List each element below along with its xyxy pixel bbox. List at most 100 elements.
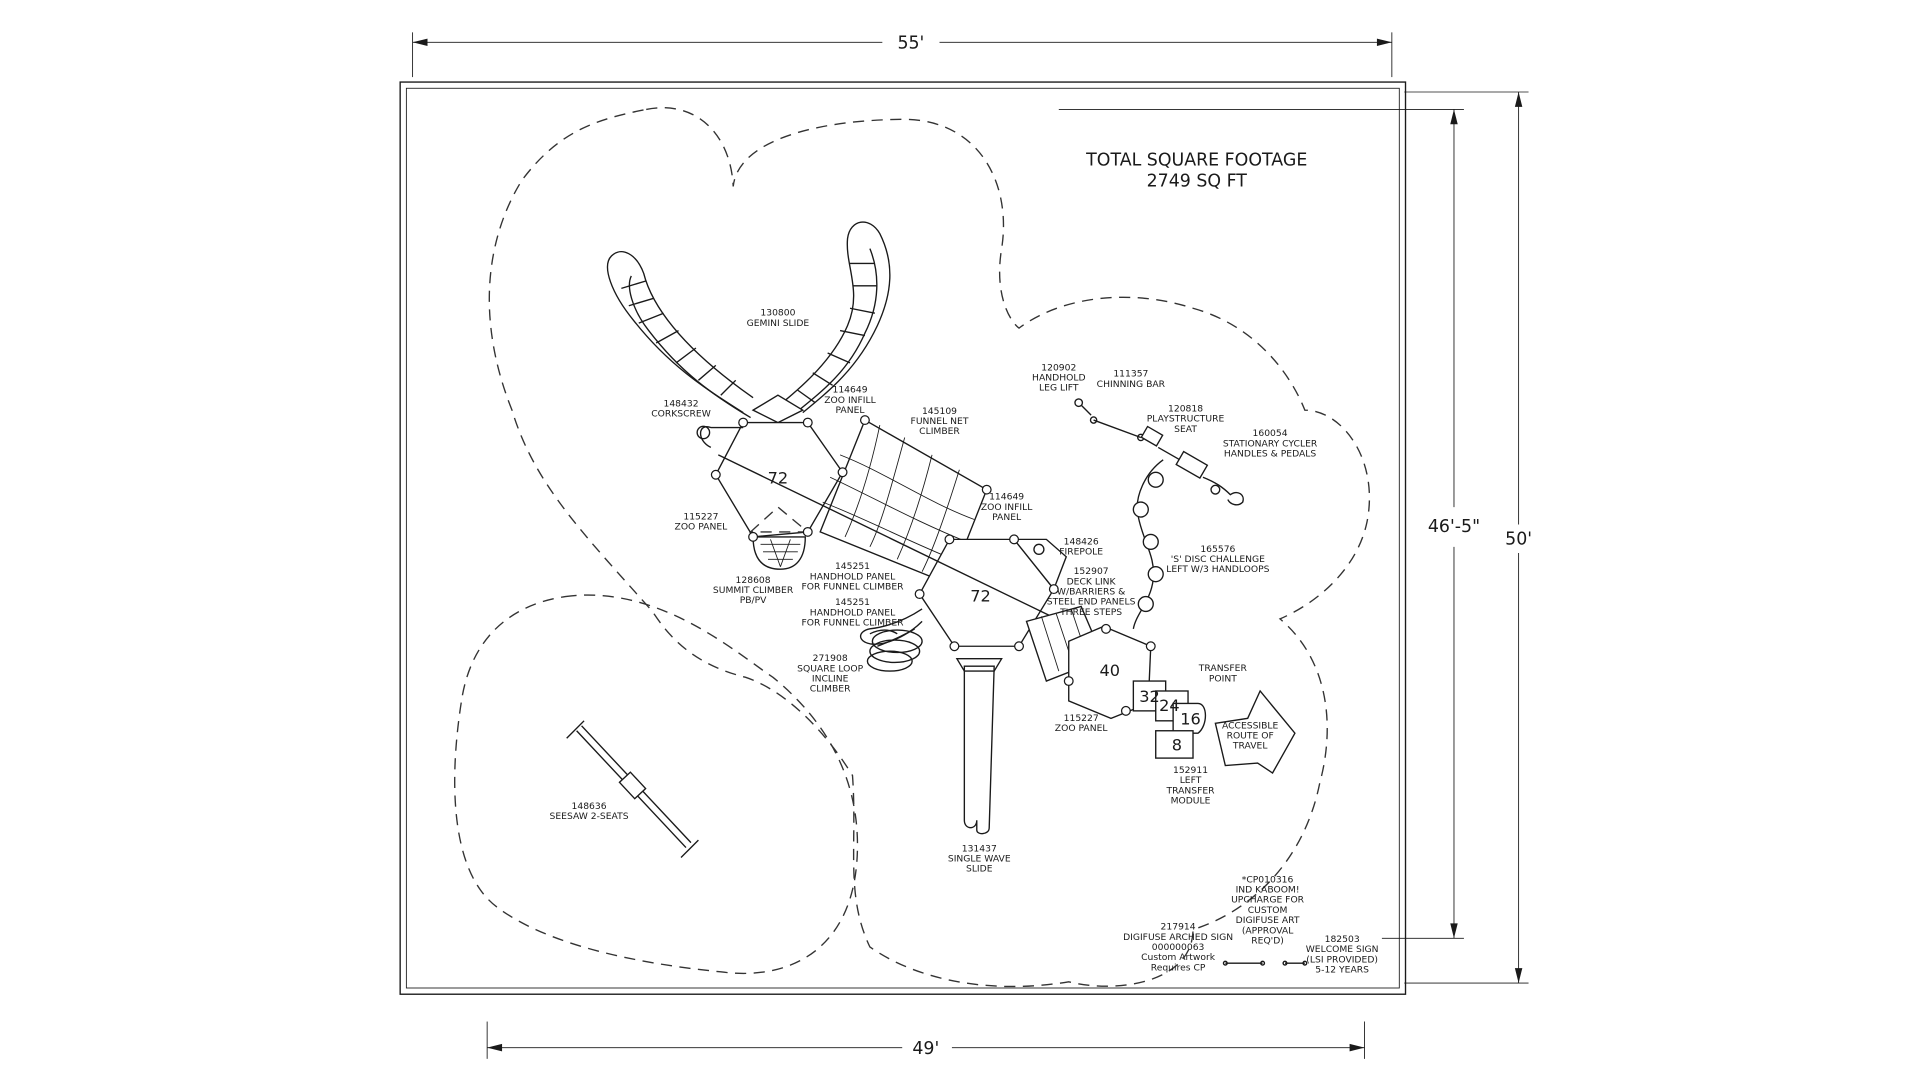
label-firepole-line: FIREPOLE	[1059, 547, 1103, 558]
site-border-outer	[399, 81, 1407, 995]
deck-height-8: 8	[1172, 736, 1182, 755]
seesaw	[566, 720, 699, 858]
label-deck-link-line: THREE STEPS	[1059, 607, 1122, 618]
label-funnel-net-line: 145109	[922, 406, 957, 417]
deck-centerline	[717, 454, 1052, 618]
label-zoo-infill-1-line: 114649	[832, 385, 867, 396]
bottom-dimension: 49'	[486, 1021, 1365, 1059]
label-handhold-1-line: HANDHOLD PANEL	[810, 571, 896, 582]
label-arched-sign-line: Custom Artwork	[1141, 952, 1216, 963]
label-funnel-net-line: FUNNEL NET	[911, 416, 969, 427]
label-deck-link-line: 152907	[1074, 566, 1109, 577]
s-disc-challenge	[1132, 459, 1164, 629]
use-zone-main	[488, 107, 1371, 988]
label-deck-link-line: DECK LINK	[1067, 576, 1117, 587]
deck-posts	[710, 415, 1156, 716]
label-single-wave-line: 131437	[962, 843, 997, 854]
top-dimension: 55'	[412, 32, 1393, 78]
welcome-sign-symbol	[1282, 960, 1308, 966]
label-seesaw-line: 148636	[572, 801, 607, 812]
deck-height-left: 72	[768, 468, 789, 487]
label-welcome-sign-line: 5-12 YEARS	[1315, 965, 1369, 976]
label-chinning-bar-line: 111357	[1113, 369, 1148, 380]
handhold-leg-lift	[1074, 398, 1092, 416]
gemini-slide	[606, 221, 891, 424]
label-transfer-point-line: POINT	[1209, 673, 1237, 684]
bottom-width-label: 49'	[912, 1039, 939, 1059]
label-zoo-infill-2-line: PANEL	[992, 512, 1022, 523]
arched-sign-symbol	[1222, 960, 1266, 966]
deck-height-40: 40	[1099, 661, 1120, 680]
label-welcome-sign-line: (LSI PROVIDED)	[1306, 954, 1378, 965]
label-accessible-route-line: TRAVEL	[1232, 741, 1268, 752]
label-handhold-1-line: 145251	[835, 561, 870, 572]
label-corkscrew-line: 148432	[663, 398, 698, 409]
label-accessible-route-line: ACCESSIBLE	[1222, 720, 1279, 731]
label-left-transfer-line: TRANSFER	[1165, 785, 1215, 796]
label-arched-sign-line: Requires CP	[1151, 962, 1206, 973]
summit-climber	[752, 536, 806, 570]
label-s-disc-line: 165576	[1200, 544, 1235, 555]
right-inner-dimension: 46'-5"	[1058, 108, 1480, 939]
label-welcome-sign-line: WELCOME SIGN	[1306, 944, 1379, 955]
total-footage-title: TOTAL SQUARE FOOTAGE	[1085, 150, 1307, 170]
label-handhold-1-line: FOR FUNNEL CLIMBER	[801, 582, 904, 593]
single-wave-slide	[955, 657, 1003, 835]
label-custom-note-line: UPCHARGE FOR	[1231, 895, 1305, 906]
label-zoo-infill-2-line: ZOO INFILL	[981, 502, 1033, 513]
label-left-transfer-line: LEFT	[1180, 775, 1202, 786]
right-outer-height-label: 50'	[1505, 529, 1532, 549]
label-summit-climber-line: SUMMIT CLIMBER	[713, 585, 794, 596]
label-custom-note-line: DIGIFUSE ART	[1236, 915, 1300, 926]
label-chinning-bar-line: CHINNING BAR	[1097, 379, 1166, 390]
label-handhold-2-line: HANDHOLD PANEL	[810, 607, 896, 618]
label-deck-link-line: W/BARRIERS &	[1057, 587, 1125, 598]
site-border-inner	[405, 87, 1400, 989]
label-leg-lift-line: 120902	[1041, 362, 1076, 373]
label-single-wave-line: SINGLE WAVE	[948, 853, 1011, 864]
right-inner-height-label: 46'-5"	[1428, 517, 1480, 537]
label-leg-lift-line: LEG LIFT	[1039, 383, 1079, 394]
left-deck-opening	[748, 506, 810, 533]
deck-height-24: 24	[1159, 696, 1180, 715]
deck-height-32: 32	[1139, 687, 1160, 706]
label-square-loop-line: SQUARE LOOP	[797, 663, 863, 674]
label-square-loop-line: CLIMBER	[810, 684, 851, 695]
label-stationary-cycler-line: HANDLES & PEDALS	[1224, 449, 1317, 460]
label-leg-lift-line: HANDHOLD	[1032, 373, 1085, 384]
label-seesaw-line: SEESAW 2-SEATS	[550, 811, 629, 822]
label-gemini-slide-line: 130800	[760, 308, 795, 319]
label-zoo-panel-1-line: 115227	[683, 511, 718, 522]
label-single-wave-line: SLIDE	[966, 864, 993, 875]
use-zone-seesaw	[454, 594, 859, 975]
label-custom-note-line: (APPROVAL	[1242, 925, 1294, 936]
label-summit-climber-line: 128608	[736, 575, 771, 586]
label-left-transfer-line: 152911	[1173, 765, 1208, 776]
transfer-step-8	[1155, 730, 1194, 759]
deck-height-16: 16	[1180, 710, 1201, 729]
label-welcome-sign-line: 182503	[1325, 934, 1360, 945]
label-arched-sign-line: 217914	[1161, 922, 1196, 933]
label-square-loop-line: INCLINE	[812, 674, 849, 685]
label-deck-link-line: STEEL END PANELS	[1047, 597, 1136, 608]
label-stationary-cycler-line: 160054	[1253, 428, 1288, 439]
stationary-cycler	[1175, 450, 1244, 506]
label-stationary-cycler-line: STATIONARY CYCLER	[1223, 438, 1318, 449]
label-zoo-panel-1-line: ZOO PANEL	[675, 522, 729, 533]
label-arched-sign-line: 000000063	[1152, 942, 1205, 953]
